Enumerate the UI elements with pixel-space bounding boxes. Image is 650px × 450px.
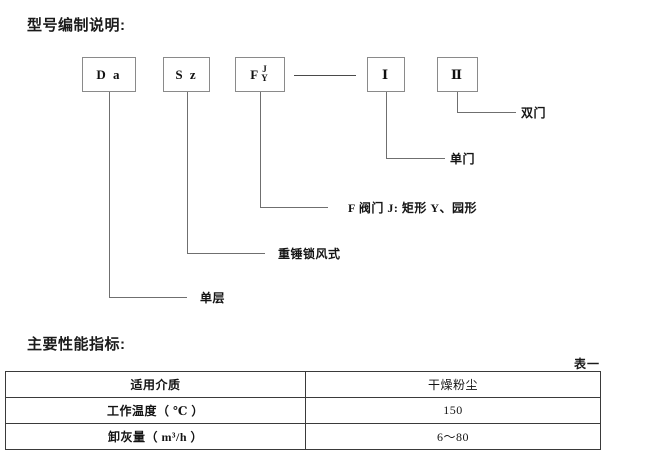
table-cell-label: 工作温度（ ℃ ） <box>5 397 306 424</box>
leader-label-famen: F 阀门 J: 矩形 Y、园形 <box>348 201 478 215</box>
leader-vline-shuangmen <box>457 92 458 112</box>
code-box-fjy: F J Y <box>235 57 285 92</box>
leader-vline-danmen <box>386 92 387 158</box>
model-code-diagram: D a S z F J Y Ⅰ Ⅱ 双门 单门 F <box>82 57 547 305</box>
code-box-fjy-letter: F <box>250 67 261 82</box>
leader-vline-danceng <box>109 92 110 297</box>
code-box-da: D a <box>82 57 136 92</box>
code-box-roman-one: Ⅰ <box>367 57 405 92</box>
page-title-performance: 主要性能指标: <box>27 336 126 353</box>
leader-vline-zhongchui <box>187 92 188 253</box>
leader-label-danmen: 单门 <box>450 152 476 166</box>
code-box-roman-two-label: Ⅱ <box>451 67 464 82</box>
leader-vline-famen <box>260 92 261 207</box>
performance-table: 适用介质 干燥粉尘 工作温度（ ℃ ） 150 卸灰量（ m³/h ） 6～80 <box>5 371 601 450</box>
code-box-sz-label: S z <box>175 67 198 82</box>
table-cell-label: 卸灰量（ m³/h ） <box>5 423 306 450</box>
code-box-roman-two: Ⅱ <box>437 57 478 92</box>
leader-label-shuangmen: 双门 <box>521 106 547 120</box>
leader-hline-zhongchui <box>187 253 265 254</box>
table-cell-value: 干燥粉尘 <box>305 371 601 398</box>
page-title-model-spec: 型号编制说明: <box>27 17 126 34</box>
code-box-da-label: D a <box>96 67 122 82</box>
code-box-roman-one-label: Ⅰ <box>381 67 391 82</box>
connector-dash-line <box>294 75 356 76</box>
table-row: 适用介质 干燥粉尘 <box>5 371 601 398</box>
leader-hline-danmen <box>386 158 445 159</box>
leader-label-danceng: 单层 <box>200 291 226 305</box>
table-row: 工作温度（ ℃ ） 150 <box>5 397 601 424</box>
code-box-sz: S z <box>163 57 210 92</box>
leader-hline-shuangmen <box>457 112 516 113</box>
code-box-fjy-stack: J Y <box>261 65 270 82</box>
table-cell-value: 6～80 <box>305 423 601 450</box>
code-box-fjy-subscript: Y <box>261 72 270 83</box>
table-cell-label: 适用介质 <box>5 371 306 398</box>
table-caption: 表一 <box>573 357 600 371</box>
code-box-fjy-superscript: J <box>262 63 269 74</box>
table-row: 卸灰量（ m³/h ） 6～80 <box>5 423 601 450</box>
leader-hline-famen <box>260 207 328 208</box>
leader-hline-danceng <box>109 297 187 298</box>
leader-label-zhongchui: 重锤锁风式 <box>278 247 341 261</box>
table-cell-value: 150 <box>305 397 601 424</box>
